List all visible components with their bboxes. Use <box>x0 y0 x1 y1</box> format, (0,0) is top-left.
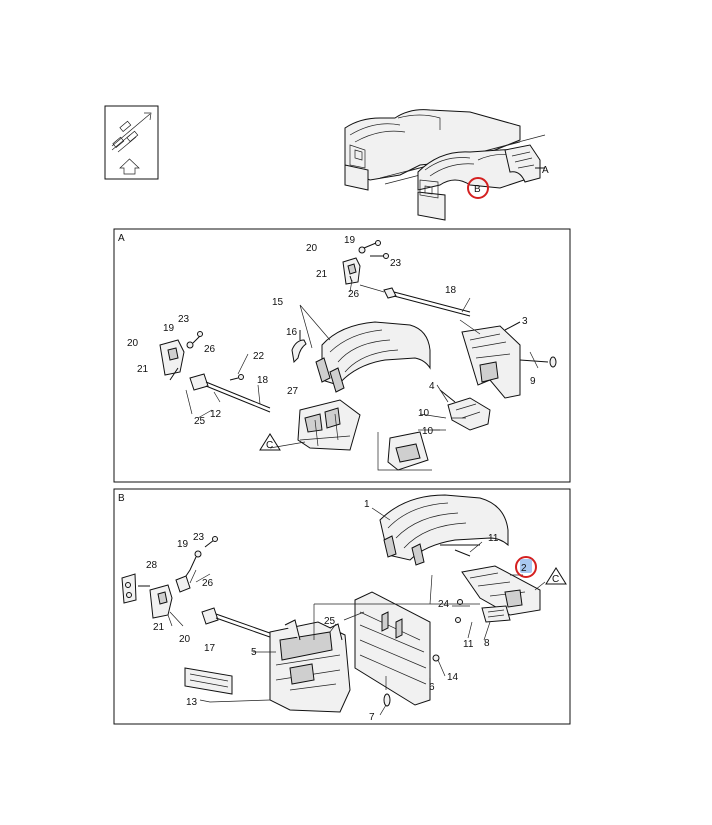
callout: 20 <box>306 243 318 254</box>
callout: 21 <box>137 364 149 375</box>
panel-b: B <box>113 488 571 725</box>
section-marker-c <box>545 567 567 585</box>
callout: 27 <box>287 386 299 397</box>
ring-7 <box>383 693 391 707</box>
callout: 28 <box>146 560 158 571</box>
callout: 19 <box>163 323 175 334</box>
callout: 15 <box>272 297 284 308</box>
callout: 23 <box>178 314 190 325</box>
bracket-8 <box>455 599 511 623</box>
callout: 18 <box>445 285 457 296</box>
callout: 19 <box>344 235 356 246</box>
callout: 11 <box>488 533 499 544</box>
panel-a-frame <box>113 228 571 483</box>
panel-a: A <box>113 228 571 483</box>
callout: 11 <box>463 639 474 650</box>
callout: 24 <box>438 599 450 610</box>
callout: 4 <box>429 381 435 392</box>
bracket-16 <box>291 330 307 364</box>
panel-b-title: B <box>118 493 125 504</box>
callout: 16 <box>286 327 298 338</box>
svg-text:B: B <box>474 184 481 195</box>
callout: 13 <box>186 697 198 708</box>
callout: 25 <box>324 616 336 627</box>
bracket-5 <box>269 619 351 713</box>
overview-callout-b: B <box>467 177 489 199</box>
callout: 21 <box>153 622 165 633</box>
callout: 17 <box>204 643 216 654</box>
svg-text:A: A <box>542 165 549 176</box>
reflector-13 <box>184 667 233 695</box>
callout: 26 <box>202 578 214 589</box>
callout: 10 <box>418 408 430 419</box>
callout: 7 <box>369 712 375 723</box>
panel-a-title: A <box>118 233 125 244</box>
overview-illustration <box>344 109 546 221</box>
rod-upper <box>359 284 471 317</box>
callout: 18 <box>257 375 269 386</box>
callout: 14 <box>447 672 459 683</box>
highlight-ring <box>515 556 537 578</box>
callout: 20 <box>127 338 139 349</box>
bracket-28 <box>121 573 150 604</box>
callout: 1 <box>364 499 370 510</box>
mudflap-6 <box>354 591 440 706</box>
callout: 8 <box>484 638 490 649</box>
panel-b-frame <box>113 488 571 725</box>
callout: 6 <box>429 682 435 693</box>
callout: 22 <box>253 351 265 362</box>
callout: 12 <box>210 409 222 420</box>
bracket-b-lower <box>149 536 218 619</box>
callout: 19 <box>177 539 189 550</box>
panel-3 <box>461 321 557 399</box>
callout: 26 <box>348 289 360 300</box>
section-marker-c <box>259 433 281 451</box>
overview-callout-a: A <box>542 165 549 176</box>
fender-b <box>379 494 509 566</box>
rod-b <box>201 607 285 643</box>
bracket-box-27 <box>297 399 361 451</box>
orientation-arrows-icon <box>104 105 159 180</box>
callout: C <box>552 574 559 585</box>
bracket-upper <box>342 240 389 285</box>
fender-a <box>315 321 431 393</box>
callout: C <box>266 440 273 451</box>
callout: 2 <box>521 563 527 574</box>
callout: 10 <box>422 426 434 437</box>
bracket-4 <box>439 389 491 431</box>
callout: 21 <box>316 269 328 280</box>
callout: 26 <box>204 344 216 355</box>
bracket-lower <box>159 331 271 415</box>
highlight-ring <box>467 177 489 199</box>
callout: 3 <box>522 316 528 327</box>
callout: 9 <box>530 376 536 387</box>
callout: 23 <box>390 258 402 269</box>
callout: 25 <box>194 416 206 427</box>
callout: 5 <box>251 647 257 658</box>
callout: 23 <box>193 532 205 543</box>
highlight-fill <box>520 559 532 573</box>
panel-2 <box>461 565 541 616</box>
callout: 20 <box>179 634 191 645</box>
